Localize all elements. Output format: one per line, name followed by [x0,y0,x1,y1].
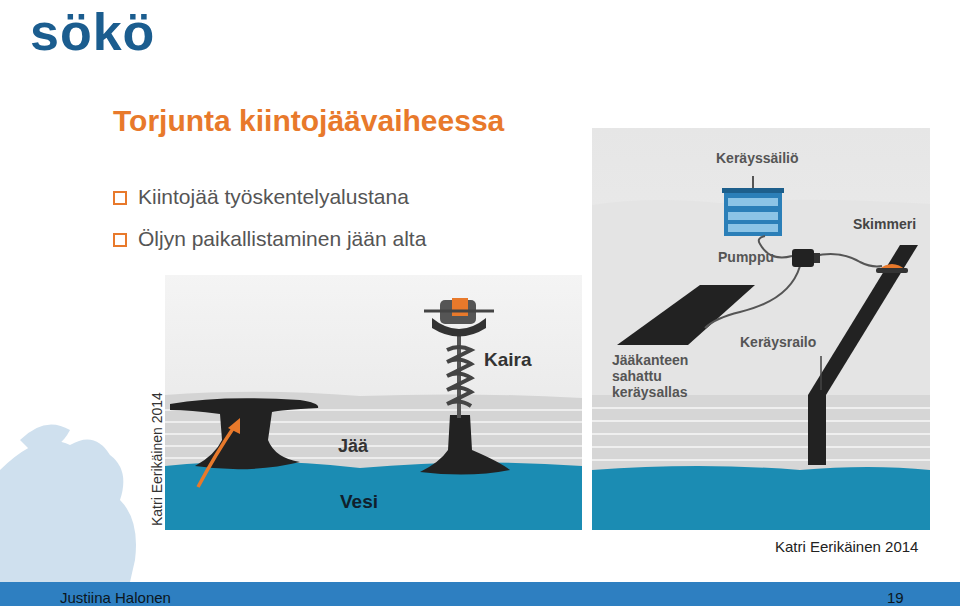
part-label: Jääkanteen sahattu keräysallas [612,352,730,400]
logo-silhouette [0,424,136,582]
credit-note: Katri Eerikäinen 2014 [149,392,165,526]
footer-bar [0,582,960,606]
part-label: Keräyssäiliö [716,150,799,166]
part-label: Kaira [484,349,532,371]
footer-author: Justiina Halonen [60,589,171,606]
bullet-box [114,234,126,246]
part-label: Skimmeri [853,216,916,232]
credit-note: Katri Eerikäinen 2014 [775,538,918,555]
collection-illustration [592,128,930,530]
part-label: Keräysrailo [740,334,816,350]
page-number: 19 [887,589,904,606]
logo-text: sökö [30,2,155,62]
bullet-text: Kiintojää työskentelyalustana [138,185,409,209]
part-label: Pumppu [718,249,774,265]
part-label: Jää [338,436,368,457]
auger-illustration [165,275,582,530]
bullet-text: Öljyn paikallistaminen jään alta [138,227,426,251]
part-label: Vesi [340,491,378,513]
bullet-box [114,192,126,204]
slide-title: Torjunta kiintojäävaiheessa [113,104,504,138]
